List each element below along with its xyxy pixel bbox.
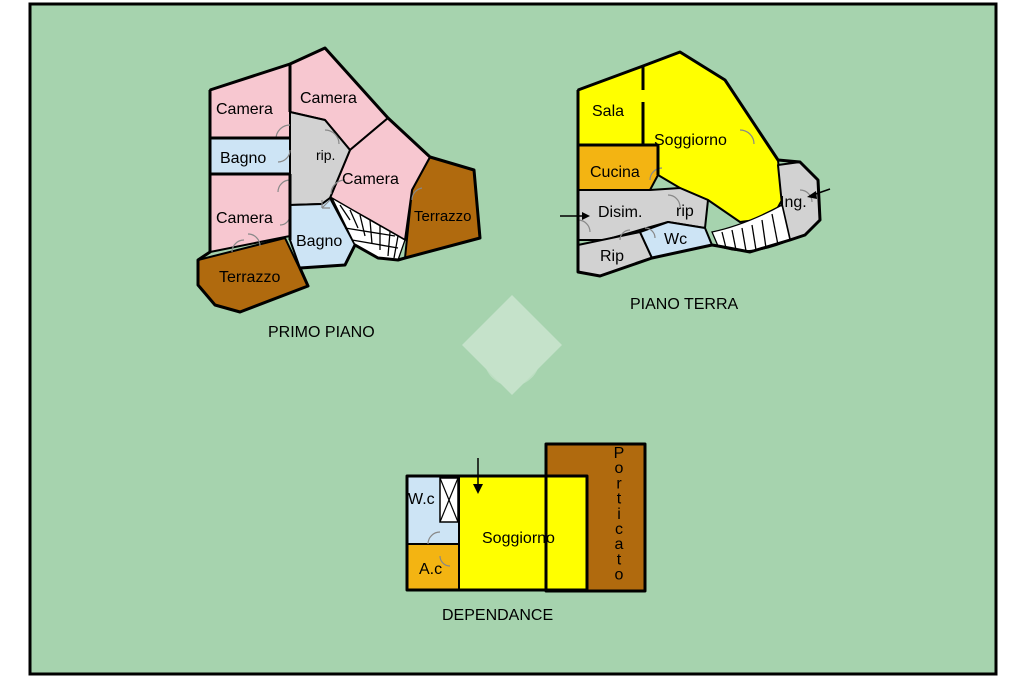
piano-terra-plan: Sala Soggiorno Cucina Disim. rip Ing. Wc… [560, 50, 831, 313]
shower-box-icon [439, 477, 459, 523]
label-disim: Disim. [598, 204, 642, 221]
label-camera-bottom-left: Camera [216, 210, 273, 227]
title-piano-terra: PIANO TERRA [630, 296, 739, 313]
door-swing-icons-dependance [427, 531, 451, 567]
title-dependance: DEPENDANCE [442, 607, 553, 624]
staircase-primo-piano-icon [330, 196, 406, 261]
label-camera-top: Camera [300, 90, 357, 107]
label-ac: A.c [419, 561, 442, 578]
label-wc-dependance: W.c [408, 491, 435, 508]
label-bagno-left: Bagno [220, 150, 266, 167]
label-soggiorno-terra: Soggiorno [654, 132, 727, 149]
label-rip-small: rip [676, 203, 694, 220]
title-primo-piano: PRIMO PIANO [268, 324, 375, 341]
label-soggiorno-dependance: Soggiorno [482, 530, 555, 547]
label-ing: Ing. [780, 194, 807, 211]
label-sala: Sala [592, 103, 624, 120]
label-cucina: Cucina [590, 164, 640, 181]
label-rip: rip. [316, 147, 335, 163]
entrance-arrow-dependance-icon [473, 458, 483, 494]
primo-piano-plan: Camera Camera Bagno rip. Camera Camera B… [196, 46, 482, 341]
label-camera-right: Camera [342, 171, 399, 188]
label-camera-top-left: Camera [216, 101, 273, 118]
label-bagno-bottom: Bagno [296, 233, 342, 250]
label-rip-terra: Rip [600, 248, 624, 265]
room-wc [639, 221, 713, 259]
label-terrazzo-right: Terrazzo [414, 208, 472, 225]
label-terrazzo-bottom: Terrazzo [219, 269, 280, 286]
label-wc-terra: Wc [664, 231, 687, 248]
watermark-logo-icon [462, 295, 562, 395]
